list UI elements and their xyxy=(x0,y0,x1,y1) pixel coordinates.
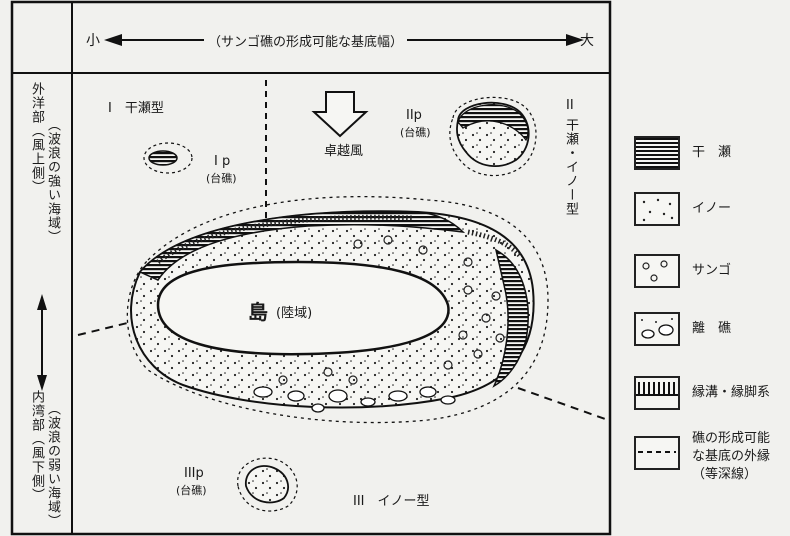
legend-label: な基底の外縁 xyxy=(692,449,771,464)
legend-label: 干 瀬 xyxy=(692,145,732,160)
scale-large-label: 大 xyxy=(580,33,594,49)
patch-reefs xyxy=(253,386,456,413)
island-land xyxy=(156,260,450,356)
base-width-caption: （サンゴ礁の形成可能な基底幅） xyxy=(204,31,408,50)
legend: 干 瀬 イノー サンゴ 離 礁 縁溝・縁脚系 礁の形成可能 な基底の外縁 （等深… xyxy=(632,0,790,536)
iip-label: IIp xyxy=(406,108,422,123)
inner-bay-label: 内湾部（風下側） xyxy=(29,390,44,502)
diagram-frame: 小 大 （サンゴ礁の形成可能な基底幅） 外洋部（風上側） （波浪の強い海域） 内… xyxy=(8,0,612,536)
legend-label: 礁の形成可能 xyxy=(692,431,771,446)
iiip-label: IIIp xyxy=(184,466,204,481)
depth-contour-line xyxy=(517,387,609,421)
outer-sea-note: （波浪の強い海域） xyxy=(45,118,60,244)
legend-label: 離 礁 xyxy=(692,321,732,336)
dots-icon xyxy=(634,192,680,226)
reef-flat-north xyxy=(138,210,466,281)
scattered-blobs-icon xyxy=(634,312,680,346)
reef-base-outline xyxy=(126,195,549,424)
ip-sublabel: (台礁) xyxy=(206,172,237,185)
iip-sublabel: (台礁) xyxy=(400,126,431,139)
reef-iiip xyxy=(245,465,289,504)
type-ii-sublabel: 干瀬・イノー型 xyxy=(563,118,578,216)
wind-label: 卓越風 xyxy=(324,144,364,159)
reef-flat-east xyxy=(492,248,529,388)
reef-ip xyxy=(148,150,178,166)
prevailing-wind-icon xyxy=(311,91,369,138)
ip-label: I p xyxy=(214,154,231,169)
iiip-sublabel: (台礁) xyxy=(176,484,207,497)
comb-teeth-icon xyxy=(634,376,680,410)
type-iii-label: III イノー型 xyxy=(353,494,430,509)
legend-label: （等深線） xyxy=(692,467,758,482)
type-ii-label: II xyxy=(566,98,574,113)
outer-border xyxy=(10,0,612,536)
dashed-line-icon xyxy=(634,436,680,470)
spur-groove-fringe xyxy=(156,214,414,264)
scale-small-label: 小 xyxy=(86,33,100,49)
small-circles-icon xyxy=(634,254,680,288)
type-i-label: I 干瀬型 xyxy=(108,101,164,116)
horizontal-hatch-icon xyxy=(634,136,680,170)
legend-label: 縁溝・縁脚系 xyxy=(692,385,771,400)
island-label: 島 xyxy=(248,300,268,324)
inner-bay-note: （波浪の弱い海域） xyxy=(45,402,60,528)
legend-label: サンゴ xyxy=(692,263,732,278)
coral-heads xyxy=(278,235,505,385)
outer-sea-label: 外洋部（風上側） xyxy=(29,82,44,194)
legend-label: イノー xyxy=(692,201,732,216)
reef-diagram xyxy=(10,0,612,536)
island-sublabel: (陸域) xyxy=(276,306,313,321)
